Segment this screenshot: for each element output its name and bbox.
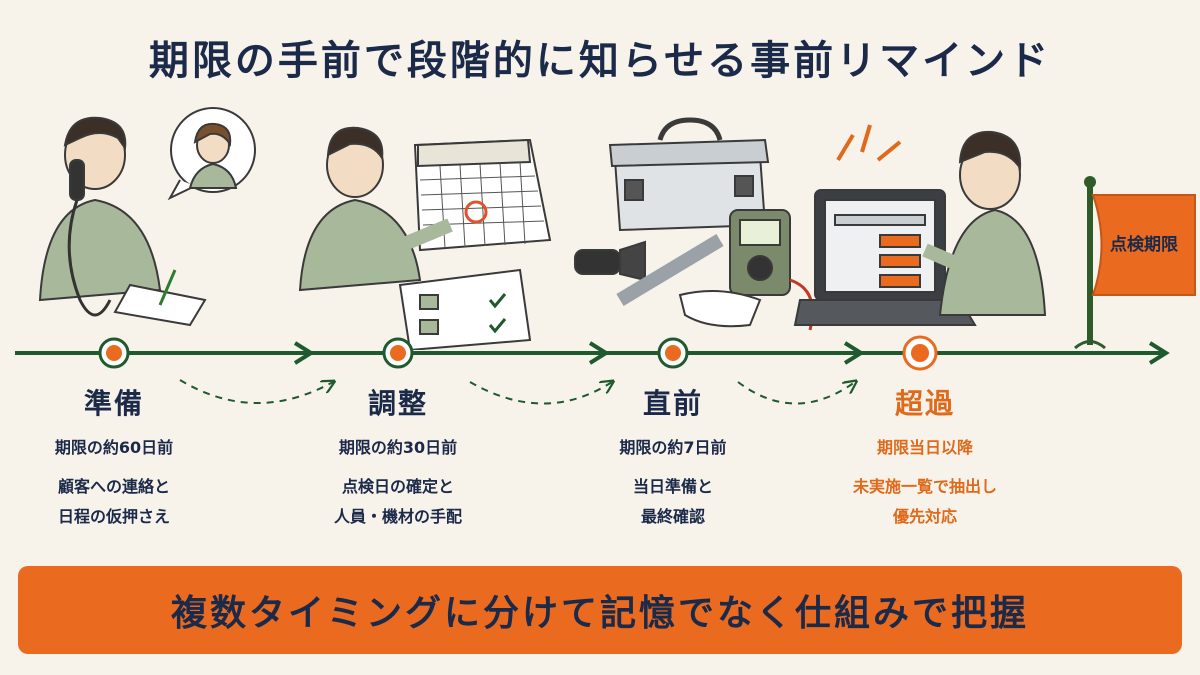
timeline-end-arrow [1148, 341, 1170, 365]
stage-timing: 期限の約30日前 [338, 438, 458, 457]
stage-description: 当日準備と 最終確認 [632, 477, 713, 526]
timeline-arrow-1 [293, 341, 315, 365]
timeline [15, 335, 1170, 405]
phone-call-illustration [38, 107, 256, 327]
summary-banner: 複数タイミングに分けて記憶でなく仕組みで把握 [18, 566, 1182, 654]
illustrations: 点検期限 [38, 107, 1196, 350]
deadline-flag: 点検期限 [1074, 176, 1196, 350]
stage-name: 調整 [367, 387, 428, 420]
banner-text: 複数タイミングに分けて記憶でなく仕組みで把握 [170, 593, 1029, 634]
stage-timing: 期限の約7日前 [619, 438, 727, 457]
dashed-arrow-3 [737, 382, 855, 405]
stage-timing: 期限当日以降 [876, 438, 973, 457]
laptop-illustration [793, 124, 1047, 326]
stage-name: 準備 [83, 387, 144, 420]
timeline-arrow-3 [843, 341, 865, 365]
stage-timing: 期限の約60日前 [54, 438, 174, 457]
stage-name: 超過 [894, 387, 955, 420]
calendar-illustration [298, 126, 552, 350]
stage-overdue: 超過 期限当日以降 未実施一覧で抽出し 優先対応 [805, 382, 1045, 532]
dashed-arrow-2 [469, 382, 612, 405]
page-title: 期限の手前で段階的に知らせる事前リマインド [148, 38, 1052, 84]
stage-description: 顧客への連絡と 日程の仮押さえ [57, 477, 170, 526]
timeline-arrow-2 [588, 341, 610, 365]
stage-adjust: 調整 期限の約30日前 点検日の確定と 人員・機材の手配 [278, 382, 518, 532]
flag-label: 点検期限 [1110, 234, 1178, 255]
stage-name: 直前 [642, 387, 703, 420]
dashed-arrow-1 [179, 379, 333, 404]
stage-prep: 準備 期限の約60日前 顧客への連絡と 日程の仮押さえ [0, 382, 234, 532]
stage-description: 未実施一覧で抽出し 優先対応 [852, 477, 997, 526]
stage-description: 点検日の確定と 人員・機材の手配 [333, 477, 462, 526]
stage-final: 直前 期限の約7日前 当日準備と 最終確認 [553, 382, 793, 532]
toolbox-illustration [574, 117, 814, 331]
